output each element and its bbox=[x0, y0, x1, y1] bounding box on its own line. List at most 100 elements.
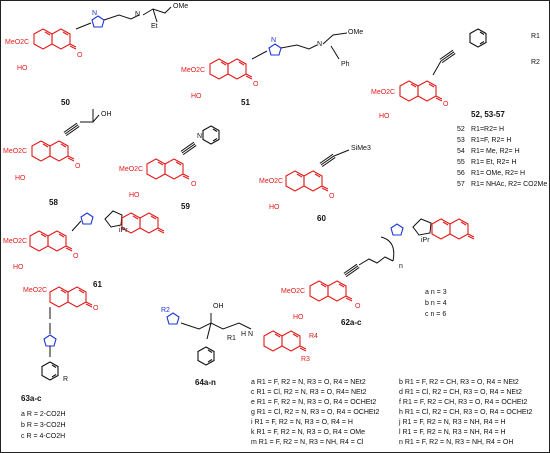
hydroxyl-label-62: HO bbox=[293, 314, 304, 321]
series-64-item: i R1 = F, R2 = N, R3 = O, R4 = H bbox=[251, 419, 353, 426]
structure-61 bbox=[29, 210, 165, 252]
triazole-n-51: N bbox=[271, 37, 277, 44]
ester-ome-50: OMe bbox=[173, 3, 189, 10]
trimethylsilyl-label-60: SiMe3 bbox=[351, 145, 371, 152]
series-63-item: b R = 3-CO2H bbox=[21, 422, 66, 429]
triazole-n-50: N bbox=[92, 10, 98, 17]
structure-52 bbox=[399, 28, 487, 102]
compound-id-58: 58 bbox=[49, 198, 58, 207]
isopropyl-label-62: iPr bbox=[421, 237, 430, 244]
r1-label-64: R1 bbox=[227, 335, 236, 342]
compound-id-61: 61 bbox=[93, 280, 102, 289]
series-52-item: 56 bbox=[457, 170, 465, 177]
ring-oxygen-63: O bbox=[93, 305, 99, 312]
ester-label-58: MeO2C bbox=[3, 148, 28, 155]
r2-label-52: R2 bbox=[531, 59, 540, 66]
series-64-item: b R1 = F, R2 = CH, R3 = O, R4 = NEt2 bbox=[399, 379, 519, 386]
hydroxyl-label-51: HO bbox=[191, 93, 202, 100]
series-64-item: g R1 = Cl, R2 = N, R3 = O, R4 = OCHEt2 bbox=[251, 409, 380, 416]
ring-oxygen-61: O bbox=[73, 253, 79, 260]
series-52-item: 57 bbox=[457, 181, 465, 188]
isopropyl-label-61: iPr bbox=[119, 227, 128, 234]
series-64-item: j R1 = F, R2 = N, R3 = NH, R4 = H bbox=[399, 419, 506, 426]
r4-label-64: R4 bbox=[309, 333, 318, 340]
structure-62 bbox=[309, 218, 475, 302]
ethyl-label-50: Et bbox=[151, 23, 158, 30]
compound-id-52: 52, 53-57 bbox=[471, 110, 505, 119]
pyridine-n-59: N bbox=[197, 133, 203, 140]
compound-id-63: 63a-c bbox=[21, 394, 42, 403]
ring-oxygen-50: O bbox=[77, 52, 83, 59]
structure-50 bbox=[33, 6, 172, 50]
series-52-item: R1=F, R2= H bbox=[471, 137, 512, 144]
series-52-item: 53 bbox=[457, 137, 465, 144]
series-52-item: 55 bbox=[457, 159, 465, 166]
series-64-item: h R1 = Cl, R2 = CH, R3 = O, R4 = OCHEt2 bbox=[399, 409, 533, 416]
series-64-item: k R1 = F, R2 = N, R3 = O, R4 = OMe bbox=[251, 429, 365, 436]
compound-id-62: 62a-c bbox=[341, 318, 362, 327]
series-52-item: 54 bbox=[457, 148, 465, 155]
hydroxyl-label-60: HO bbox=[269, 204, 280, 211]
r1-label-52: R1 bbox=[531, 33, 540, 40]
series-64-item: l R1 = F, R2 = N, R3 = NH, R4 = H bbox=[399, 429, 506, 436]
structure-63 bbox=[41, 286, 93, 381]
series-63-item: c R = 4-CO2H bbox=[21, 433, 66, 440]
amine-n-51: N bbox=[317, 41, 323, 48]
series-64-item: m R1 = F, R2 = N, R3 = NH, R4 = Cl bbox=[251, 439, 364, 446]
ring-oxygen-59: O bbox=[191, 181, 197, 188]
ester-label-51: MeO2C bbox=[181, 67, 206, 74]
series-52-item: R1= OMe, R2= H bbox=[471, 170, 526, 177]
compound-id-51: 51 bbox=[241, 98, 250, 107]
series-64-item: f R1 = F, R2 = CH, R3 = O, R4 = OCHEt2 bbox=[399, 399, 528, 406]
structure-64 bbox=[166, 312, 307, 366]
series-62-item: b n = 4 bbox=[425, 300, 447, 307]
amide-nh-64: H N bbox=[241, 331, 254, 338]
hydroxyl-top-58: OH bbox=[101, 111, 112, 118]
compound-id-64: 64a-n bbox=[195, 378, 216, 387]
series-52-item: R1= Et, R2= H bbox=[471, 159, 517, 166]
chain-n-label-62: n bbox=[399, 263, 403, 270]
phenyl-label-51: Ph bbox=[341, 61, 350, 68]
compound-id-50: 50 bbox=[61, 98, 70, 107]
structure-59 bbox=[146, 125, 220, 180]
hydroxyl-label-58: HO bbox=[15, 175, 26, 182]
series-63-item: a R = 2-CO2H bbox=[21, 411, 66, 418]
series-64-item: e R1 = F, R2 = N, R3 = O, R4 = OCHEt2 bbox=[251, 399, 377, 406]
compound-id-59: 59 bbox=[181, 202, 190, 211]
ring-oxygen-52: O bbox=[443, 101, 449, 108]
hydroxyl-label-61: HO bbox=[13, 264, 24, 271]
ester-label-61: MeO2C bbox=[3, 238, 28, 245]
series-62-item: a n = 3 bbox=[425, 289, 447, 296]
hydroxyl-label-59: HO bbox=[129, 192, 140, 199]
r3-label-64: R3 bbox=[301, 356, 310, 363]
hydroxyl-label-64: OH bbox=[213, 303, 224, 310]
ring-oxygen-60: O bbox=[329, 193, 335, 200]
ring-oxygen-51: O bbox=[253, 81, 259, 88]
structure-51 bbox=[209, 32, 348, 80]
structure-58 bbox=[31, 109, 100, 162]
compound-id-60: 60 bbox=[317, 214, 326, 223]
ester-label-59: MeO2C bbox=[119, 166, 144, 173]
series-52-item: 52 bbox=[457, 126, 465, 133]
series-64-item: d R1 = Cl, R2 = CH, R3 = O, R4 = NEt2 bbox=[399, 389, 522, 396]
structure-60 bbox=[285, 149, 350, 192]
hydroxyl-label-52: HO bbox=[379, 113, 390, 120]
series-52-item: R1= NHAc, R2= CO2Me bbox=[471, 181, 548, 188]
series-52-item: R1=R2= H bbox=[471, 126, 505, 133]
series-64-item: a R1 = F, R2 = N, R3 = O, R4 = NEt2 bbox=[251, 379, 366, 386]
ring-oxygen-62: O bbox=[355, 303, 361, 310]
ester-label-63: MeO2C bbox=[23, 287, 48, 294]
r-label-63: R bbox=[63, 376, 69, 383]
series-64-item: n R1 = F, R2 = N, R3 = NH, R4 = OH bbox=[399, 439, 514, 446]
ring-oxygen-58: O bbox=[75, 163, 81, 170]
ester-label-52: MeO2C bbox=[371, 89, 396, 96]
ester-label-62: MeO2C bbox=[281, 288, 306, 295]
series-64-item: c R1 = Cl, R2 = N, R3 = O, R4= NEt2 bbox=[251, 389, 367, 396]
series-62-item: c n = 6 bbox=[425, 311, 447, 318]
hydroxyl-label-50: HO bbox=[17, 65, 28, 72]
ester-ome-51: OMe bbox=[348, 29, 364, 36]
amine-n-50: N bbox=[135, 11, 141, 18]
ester-label-50: MeO2C bbox=[5, 39, 30, 46]
series-52-item: R1= Me, R2= H bbox=[471, 148, 520, 155]
